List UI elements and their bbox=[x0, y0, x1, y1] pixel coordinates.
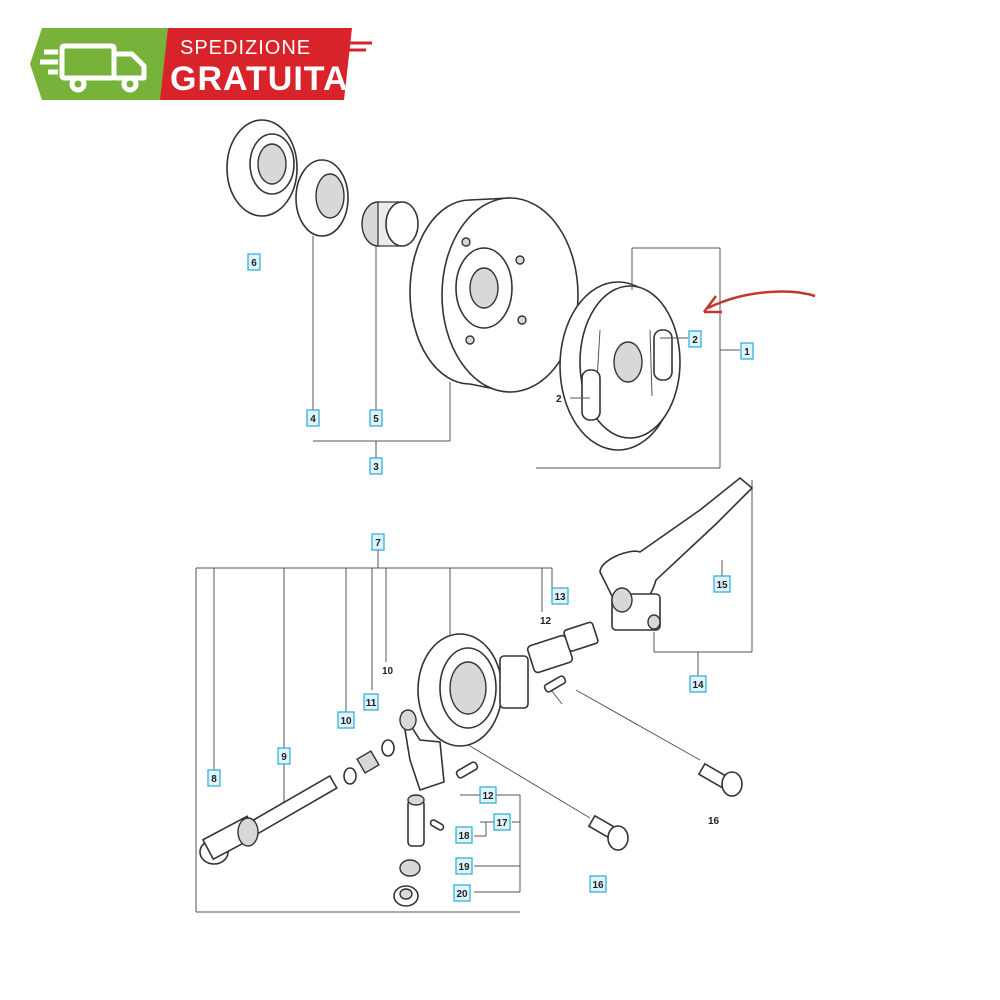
svg-text:20: 20 bbox=[456, 889, 468, 900]
svg-text:2: 2 bbox=[556, 394, 562, 405]
part-3-clutch-drum bbox=[409, 197, 579, 393]
svg-text:12: 12 bbox=[540, 616, 552, 627]
svg-text:14: 14 bbox=[692, 680, 704, 691]
label-2: 2 bbox=[688, 330, 702, 348]
svg-text:6: 6 bbox=[251, 258, 257, 269]
svg-text:10: 10 bbox=[340, 716, 352, 727]
part-10-washer bbox=[343, 767, 357, 785]
label-1: 1 bbox=[740, 342, 754, 360]
svg-text:4: 4 bbox=[310, 414, 316, 425]
label-12: 12 bbox=[479, 786, 497, 804]
svg-text:9: 9 bbox=[281, 752, 287, 763]
part-20-cap bbox=[393, 885, 419, 907]
label-20: 20 bbox=[453, 884, 471, 902]
svg-text:13: 13 bbox=[554, 592, 566, 603]
svg-text:11: 11 bbox=[366, 698, 377, 709]
label-6: 6 bbox=[247, 253, 261, 271]
free-shipping-badge: SPEDIZIONE GRATUITA bbox=[30, 28, 372, 100]
part-16-bolts bbox=[587, 762, 743, 851]
part-13-coupling bbox=[526, 621, 599, 705]
part-4-rim-sprocket bbox=[295, 159, 349, 237]
part-18-pin bbox=[429, 819, 445, 831]
part-17-plunger bbox=[407, 794, 425, 847]
label-12-plain: 12 bbox=[540, 616, 552, 627]
leader-lines-upper bbox=[312, 236, 740, 469]
svg-text:1: 1 bbox=[744, 347, 750, 358]
label-8: 8 bbox=[207, 769, 221, 787]
badge-line1: SPEDIZIONE bbox=[180, 37, 311, 59]
leader-lines-lower bbox=[195, 480, 753, 913]
label-3: 3 bbox=[369, 457, 383, 475]
label-14: 14 bbox=[689, 675, 707, 693]
label-7: 7 bbox=[371, 533, 385, 551]
label-15: 15 bbox=[713, 575, 731, 593]
svg-text:5: 5 bbox=[373, 414, 379, 425]
svg-text:18: 18 bbox=[458, 831, 470, 842]
part-1-clutch-shoes bbox=[559, 281, 681, 451]
badge-red-panel bbox=[160, 28, 352, 100]
highlight-arrow bbox=[707, 290, 816, 310]
label-5: 5 bbox=[369, 409, 383, 427]
part-19-spring bbox=[399, 859, 421, 877]
svg-text:8: 8 bbox=[211, 774, 217, 785]
svg-text:16: 16 bbox=[708, 816, 720, 827]
part-9-worm-shaft bbox=[237, 774, 338, 847]
svg-text:3: 3 bbox=[373, 462, 379, 473]
part-11-spring bbox=[356, 739, 395, 774]
label-10: 10 bbox=[337, 711, 355, 729]
label-17: 17 bbox=[493, 813, 511, 831]
svg-text:2: 2 bbox=[692, 335, 698, 346]
label-16: 16 bbox=[589, 875, 607, 893]
svg-text:19: 19 bbox=[458, 862, 470, 873]
label-16-plain: 16 bbox=[708, 816, 720, 827]
label-11: 11 bbox=[363, 693, 379, 711]
label-19: 19 bbox=[455, 857, 473, 875]
delivery-truck-icon bbox=[40, 43, 147, 93]
svg-text:7: 7 bbox=[375, 538, 381, 549]
label-9: 9 bbox=[277, 747, 291, 765]
badge-line2: GRATUITA bbox=[170, 60, 349, 98]
svg-text:17: 17 bbox=[496, 818, 508, 829]
part-12-pins bbox=[455, 675, 567, 779]
label-18: 18 bbox=[455, 826, 473, 844]
label-13: 13 bbox=[551, 587, 569, 605]
part-6-sprocket bbox=[226, 119, 298, 217]
svg-text:16: 16 bbox=[592, 880, 604, 891]
svg-text:12: 12 bbox=[482, 791, 494, 802]
svg-text:10: 10 bbox=[382, 666, 394, 677]
label-4: 4 bbox=[306, 409, 320, 427]
label-10-plain: 10 bbox=[382, 666, 394, 677]
part-14-lever-arm bbox=[599, 476, 754, 631]
part-5-needle-bearing bbox=[361, 201, 419, 247]
part-7-oil-pump-body bbox=[399, 633, 529, 792]
label-2-plain: 2 bbox=[556, 394, 562, 405]
svg-text:15: 15 bbox=[716, 580, 728, 591]
